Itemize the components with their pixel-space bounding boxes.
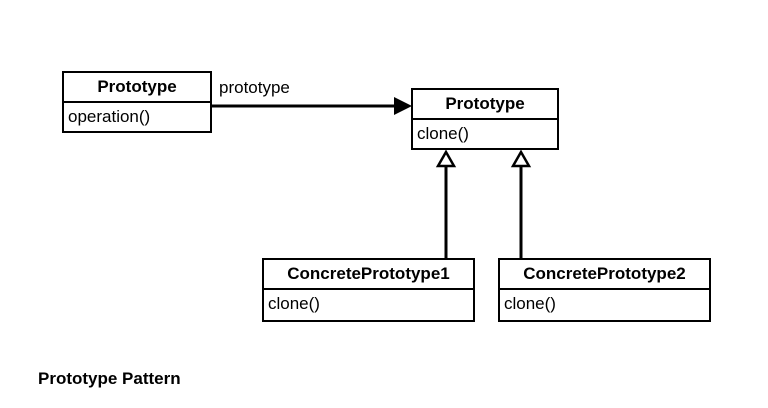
inheritance-arrowhead-1 bbox=[435, 149, 457, 168]
prototype-class-box: Prototype clone() bbox=[411, 88, 559, 150]
client-class-name: Prototype bbox=[64, 73, 210, 103]
concrete-prototype-1-name: ConcretePrototype1 bbox=[264, 260, 473, 290]
inheritance-arrowhead-2 bbox=[510, 149, 532, 168]
prototype-class-operation: clone() bbox=[417, 124, 469, 143]
diagram-caption: Prototype Pattern bbox=[38, 369, 181, 388]
prototype-class-name: Prototype bbox=[413, 90, 557, 120]
concrete-prototype-1-operation: clone() bbox=[268, 294, 320, 313]
association-label: prototype bbox=[219, 78, 290, 97]
client-class-box: Prototype operation() bbox=[62, 71, 212, 133]
concrete-prototype-2-box: ConcretePrototype2 clone() bbox=[498, 258, 711, 322]
client-class-operation: operation() bbox=[68, 107, 151, 126]
concrete-prototype-1-box: ConcretePrototype1 clone() bbox=[262, 258, 475, 322]
concrete-prototype-2-name: ConcretePrototype2 bbox=[500, 260, 709, 290]
concrete-prototype-2-operation: clone() bbox=[504, 294, 556, 313]
association-arrowhead bbox=[394, 97, 412, 115]
